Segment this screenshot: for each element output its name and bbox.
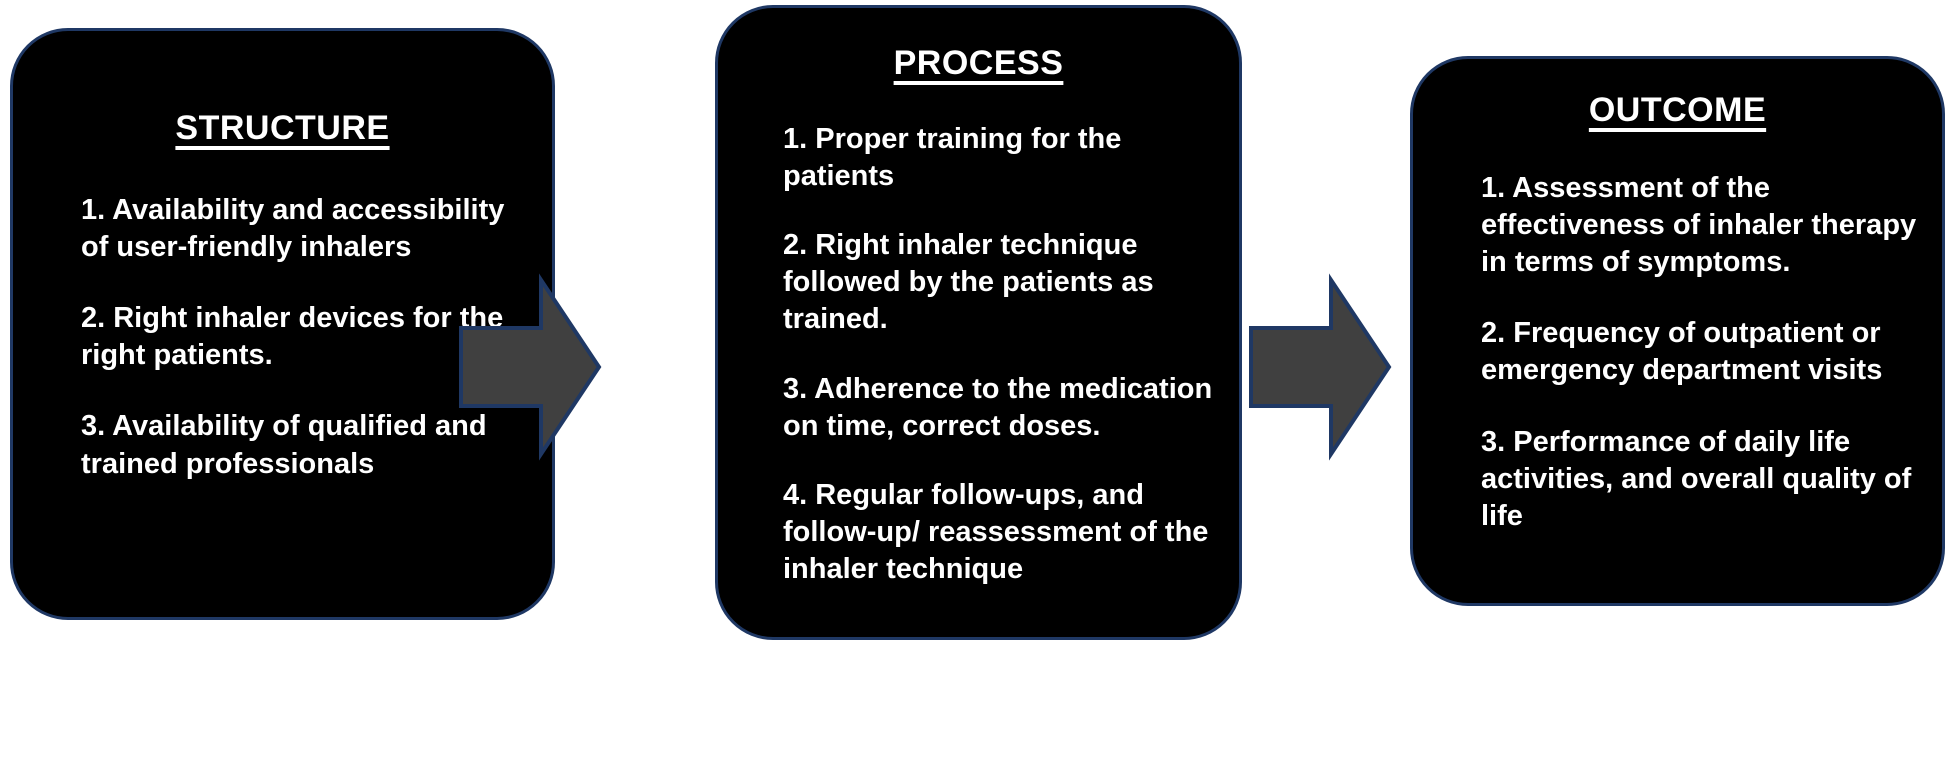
panel-process: PROCESS 1. Proper training for the patie… <box>715 5 1242 640</box>
arrow-right-icon <box>459 273 602 461</box>
panel-outcome: OUTCOME 1. Assessment of the effectivene… <box>1410 56 1945 606</box>
panel-outcome-title: OUTCOME <box>1588 91 1767 129</box>
list-item: 3. Adherence to the medication on time, … <box>783 372 1213 442</box>
list-item: 1. Proper training for the patients <box>783 123 1122 193</box>
list-item: 1. Availability and accessibility of use… <box>81 194 505 264</box>
list-item: 2. Right inhaler devices for the right p… <box>81 302 504 372</box>
arrow-right-icon <box>1249 273 1392 461</box>
list-item: 2. Right inhaler technique followed by t… <box>783 229 1154 336</box>
list-item: 3. Performance of daily life activities,… <box>1481 425 1912 532</box>
panel-structure: STRUCTURE 1. Availability and accessibil… <box>10 28 555 620</box>
panel-outcome-list: 1. Assessment of the effectiveness of in… <box>1413 170 1942 535</box>
list-item: 4. Regular follow-ups, and follow-up/ re… <box>783 478 1209 585</box>
list-item: 2. Frequency of outpatient or emergency … <box>1481 317 1883 387</box>
list-item: 3. Availability of qualified and trained… <box>81 410 487 480</box>
panel-structure-title: STRUCTURE <box>175 109 390 147</box>
panel-process-title: PROCESS <box>893 44 1064 82</box>
panel-structure-list: 1. Availability and accessibility of use… <box>13 192 552 483</box>
panel-process-list: 1. Proper training for the patients 2. R… <box>718 121 1239 588</box>
list-item: 1. Assessment of the effectiveness of in… <box>1481 172 1917 279</box>
